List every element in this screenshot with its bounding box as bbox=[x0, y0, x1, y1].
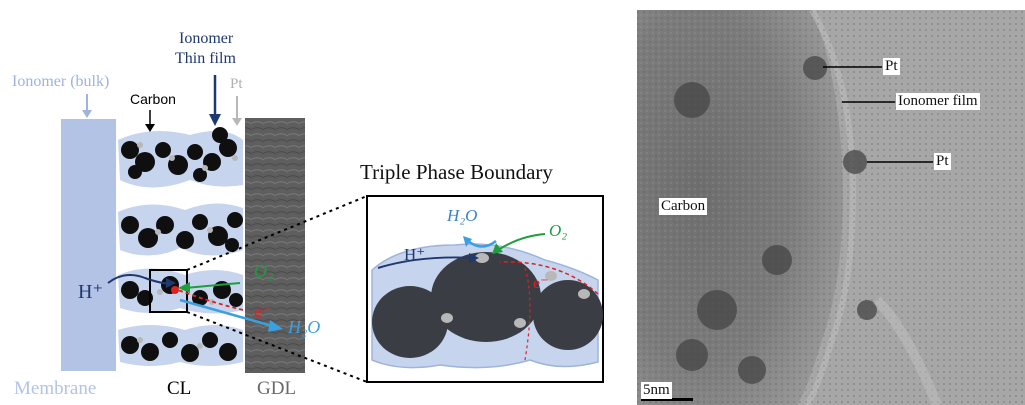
tem-pt-top-label: Pt bbox=[883, 58, 900, 75]
h-plus-label: H⁺ bbox=[78, 281, 103, 303]
o2-label: O₂ bbox=[254, 261, 274, 281]
h2o-label: H₂O bbox=[288, 317, 321, 337]
inset-h2o-label: H₂O bbox=[447, 206, 478, 225]
carbon-label: Carbon bbox=[130, 91, 176, 107]
inset-carbon-1 bbox=[372, 286, 448, 358]
ionomer-bulk-label: Ionomer (bulk) bbox=[12, 73, 110, 90]
inset-proton-arrow bbox=[377, 256, 476, 269]
oxygen-arrow bbox=[184, 282, 241, 289]
inset-electron-tail bbox=[524, 267, 531, 361]
membrane-block bbox=[61, 119, 116, 371]
tem-micrograph: Pt Ionomer film Pt Carbon 5nm bbox=[637, 10, 1025, 405]
scale-bar bbox=[641, 398, 693, 401]
triple-phase-boundary-title: Triple Phase Boundary bbox=[360, 160, 553, 184]
ionomer-thin-film-label-2: Thin film bbox=[175, 50, 236, 67]
inset-e-minus-label: e⁻ bbox=[533, 275, 549, 292]
tem-scale-label: 5nm bbox=[641, 382, 672, 399]
cl-label: CL bbox=[167, 378, 192, 399]
gdl-label: GDL bbox=[257, 378, 297, 399]
tem-carbon-label: Carbon bbox=[659, 198, 708, 215]
tem-ionomer-film-label: Ionomer film bbox=[896, 93, 980, 110]
inset-water-arrow bbox=[467, 239, 497, 248]
fuel-cell-diagram bbox=[61, 75, 604, 383]
tem-texture bbox=[637, 10, 1025, 405]
inset-oxygen-arrow bbox=[497, 233, 546, 251]
inset-electron-path bbox=[499, 261, 599, 295]
e-minus-label: e⁻ bbox=[254, 301, 272, 321]
pt-label: Pt bbox=[230, 76, 243, 92]
zoom-line-top bbox=[186, 195, 368, 271]
membrane-label: Membrane bbox=[14, 378, 97, 399]
inset-carbon-2 bbox=[431, 252, 541, 342]
inset-h-plus-label: H⁺ bbox=[404, 245, 426, 264]
catalyst-layer bbox=[118, 127, 243, 366]
ionomer-thin-film-label-1: Ionomer bbox=[179, 30, 234, 47]
inset-o2-label: O₂ bbox=[549, 221, 568, 240]
water-arrow bbox=[179, 298, 277, 329]
tem-pt-right-label: Pt bbox=[934, 153, 951, 170]
